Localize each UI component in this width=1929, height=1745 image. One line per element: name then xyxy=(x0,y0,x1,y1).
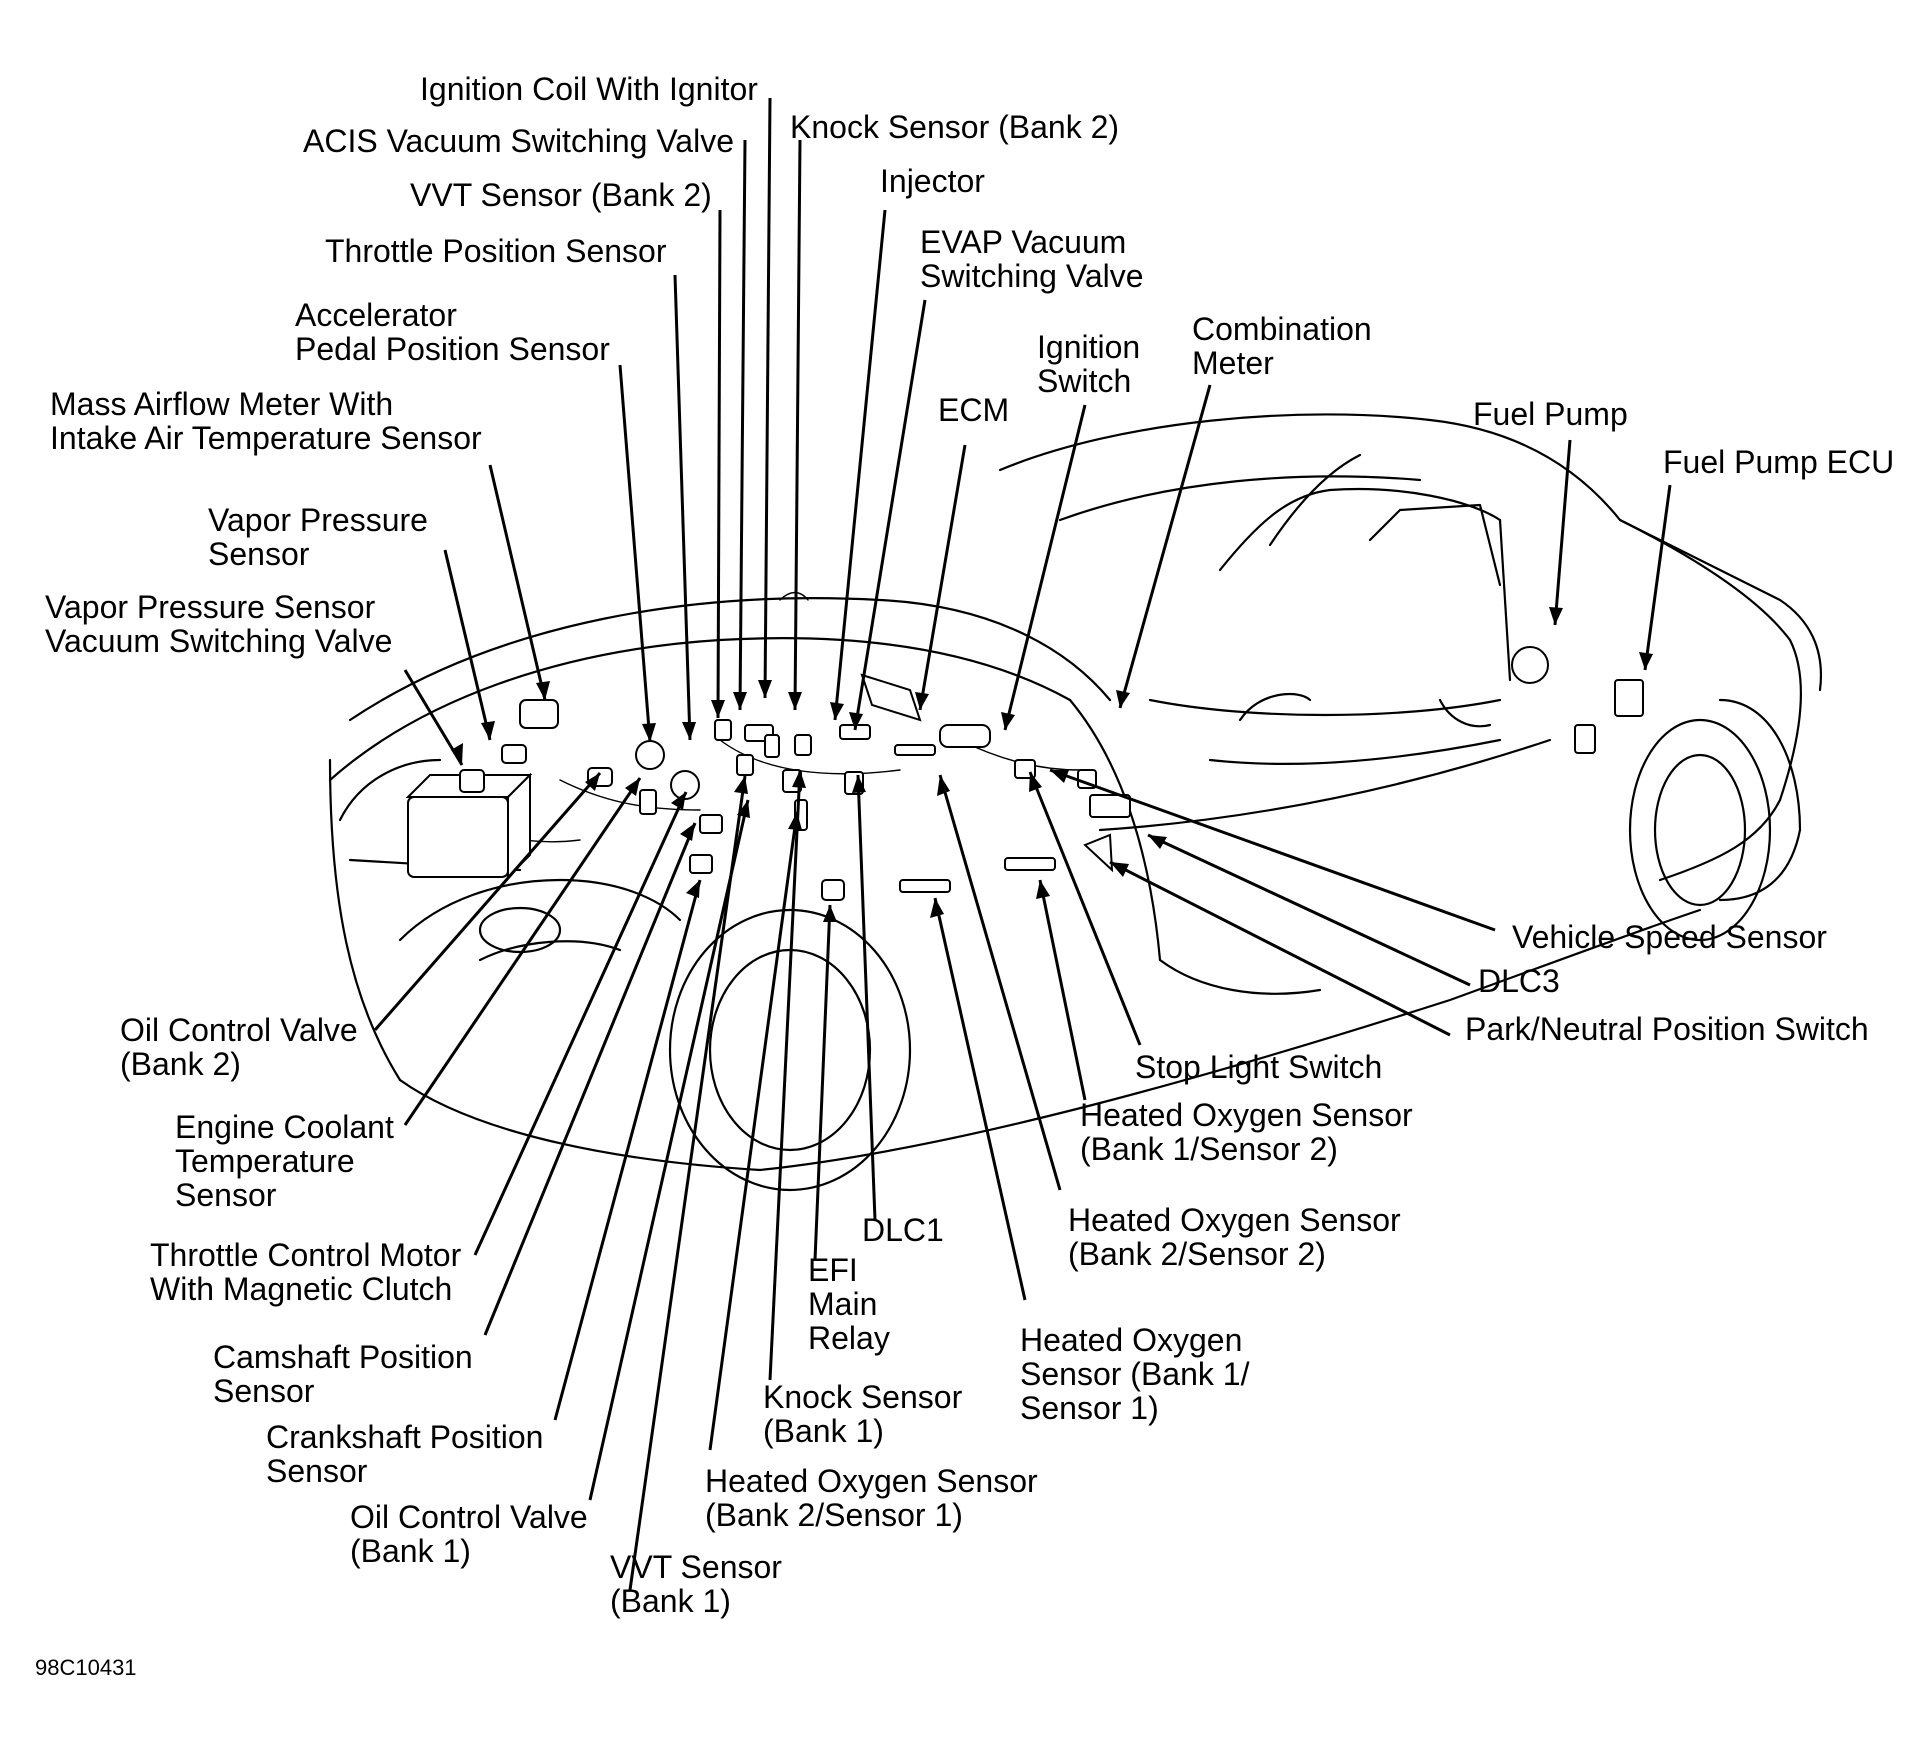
leader-lines xyxy=(373,97,1672,1591)
label-vvt-sensor-bank1: VVT Sensor(Bank 1) xyxy=(610,1549,782,1619)
label-fuel-pump: Fuel Pump xyxy=(1473,396,1628,432)
label-oil-control-valve-bank1: Oil Control Valve(Bank 1) xyxy=(350,1499,588,1569)
label-injector: Injector xyxy=(880,163,985,199)
leader-arrowheads xyxy=(451,607,1653,922)
label-fuel-pump-ecu: Fuel Pump ECU xyxy=(1663,444,1895,480)
label-dlc1: DLC1 xyxy=(862,1212,944,1248)
label-park-neutral-switch: Park/Neutral Position Switch xyxy=(1465,1011,1869,1047)
label-ho2s-b2s2: Heated Oxygen Sensor(Bank 2/Sensor 2) xyxy=(1068,1202,1401,1272)
label-knock-sensor-bank2: Knock Sensor (Bank 2) xyxy=(790,109,1120,145)
label-oil-control-valve-bank2: Oil Control Valve(Bank 2) xyxy=(120,1012,358,1082)
label-ecm: ECM xyxy=(938,392,1010,428)
label-vvt-sensor-bank2: VVT Sensor (Bank 2) xyxy=(410,177,712,213)
label-stop-light-switch: Stop Light Switch xyxy=(1135,1049,1383,1085)
figure-id: 98C10431 xyxy=(35,1655,137,1680)
label-ignition-coil: Ignition Coil With Ignitor xyxy=(420,71,758,107)
component-icons xyxy=(501,646,1644,901)
label-vehicle-speed-sensor: Vehicle Speed Sensor xyxy=(1512,919,1827,955)
label-ho2s-b2s1: Heated Oxygen Sensor(Bank 2/Sensor 1) xyxy=(705,1463,1038,1533)
label-knock-sensor-bank1: Knock Sensor(Bank 1) xyxy=(763,1379,963,1449)
label-throttle-position-sensor: Throttle Position Sensor xyxy=(325,233,667,269)
label-acis-vsv: ACIS Vacuum Switching Valve xyxy=(303,123,734,159)
car-body xyxy=(328,413,1822,1192)
label-ho2s-b1s2: Heated Oxygen Sensor(Bank 1/Sensor 2) xyxy=(1080,1097,1413,1167)
canister-drawing xyxy=(405,769,533,880)
label-dlc3: DLC3 xyxy=(1478,963,1560,999)
